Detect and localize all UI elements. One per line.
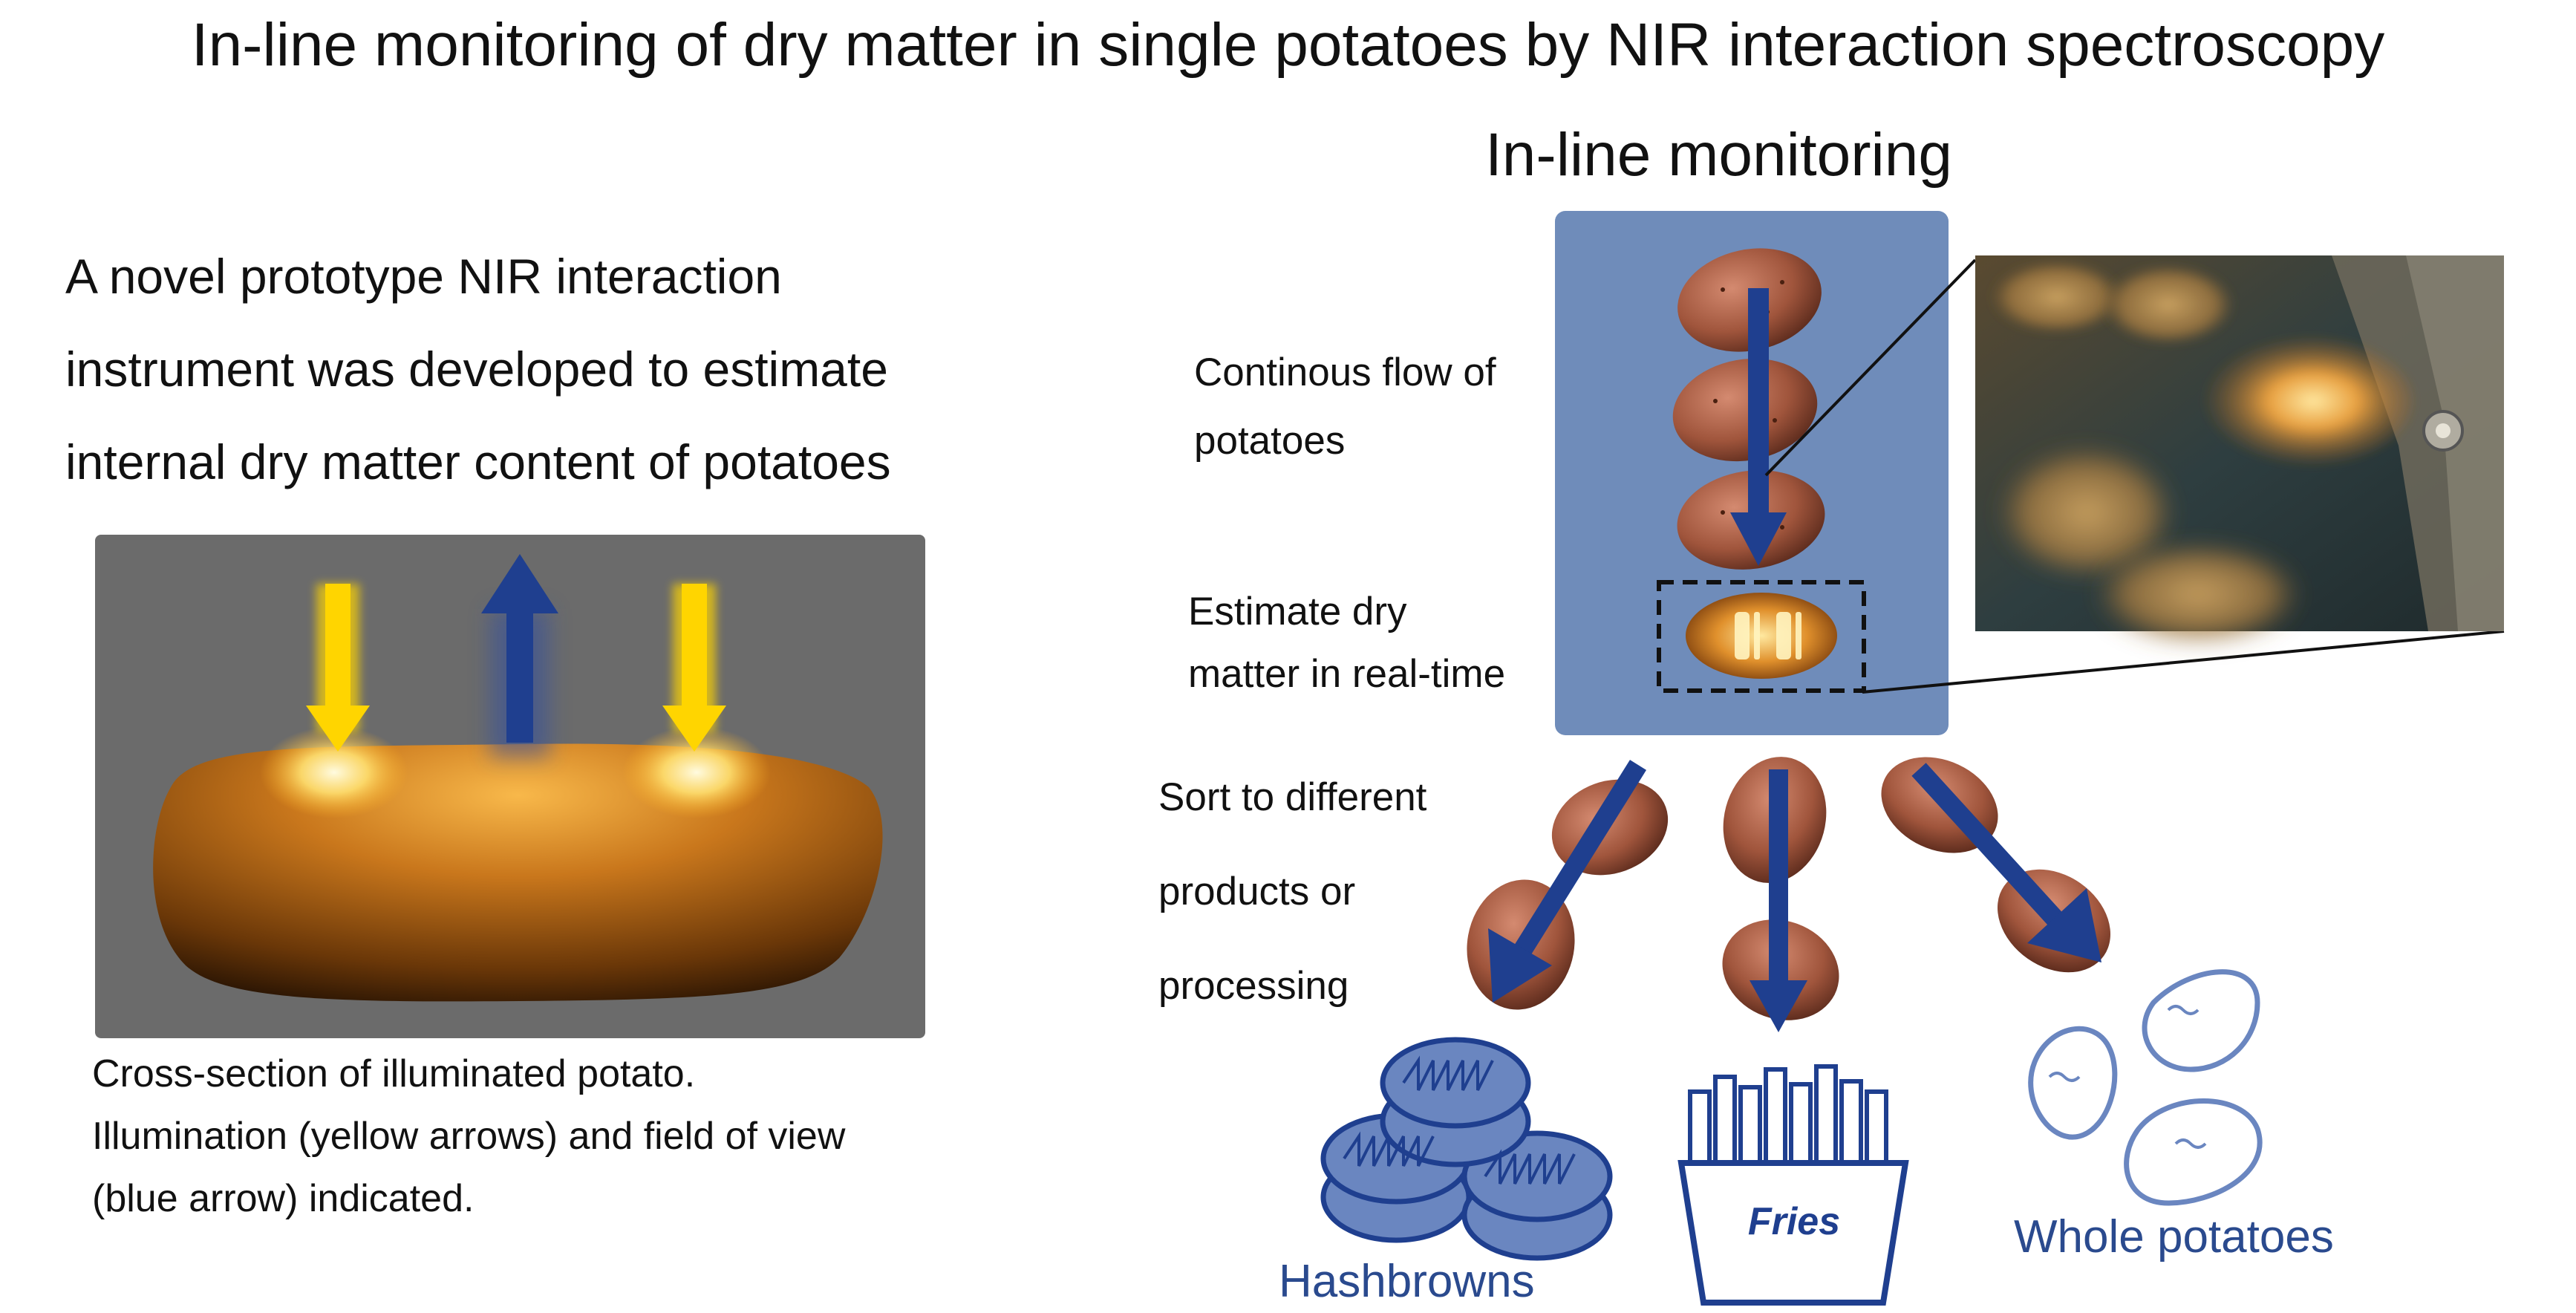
- estimate-label-line: matter in real-time: [1188, 652, 1506, 696]
- conveyor-photo: [1975, 255, 2504, 646]
- whole-potatoes-label: Whole potatoes: [2014, 1211, 2334, 1262]
- caption-line: Illumination (yellow arrows) and field o…: [92, 1115, 846, 1158]
- whole-potatoes-icon: [2028, 969, 2263, 1206]
- hashbrowns-label: Hashbrowns: [1279, 1256, 1535, 1307]
- flow-label-line: Continous flow of: [1194, 351, 1496, 394]
- page-title: In-line monitoring of dry matter in sing…: [191, 11, 2385, 79]
- sort-label-line: products or: [1158, 870, 1356, 913]
- hashbrowns-icon: [1320, 1037, 1613, 1261]
- sort-arrow-left: [1488, 760, 1647, 1003]
- potato: [1672, 358, 1818, 462]
- sort-label-line: Sort to different: [1158, 775, 1427, 819]
- fries-icon: [1677, 1064, 1909, 1306]
- illuminated-potato: [1686, 593, 1837, 679]
- sort-label: Sort to different products or processing: [1158, 750, 1426, 1033]
- estimate-label-line: Estimate dry: [1188, 590, 1407, 633]
- measurement-zone: [1657, 580, 1866, 693]
- intro-text: A novel prototype NIR interaction instru…: [65, 230, 1105, 509]
- sort-arrow-middle: [1750, 769, 1807, 1032]
- section-title: In-line monitoring: [1485, 121, 1952, 189]
- flow-label: Continous flow of potatoes: [1194, 339, 1496, 475]
- conveyor-panel: [1555, 211, 1949, 735]
- intro-line: A novel prototype NIR interaction: [65, 249, 782, 304]
- intro-line: instrument was developed to estimate: [65, 342, 888, 397]
- conveyor-flow-arrow: [1730, 288, 1787, 566]
- cross-section-panel: [95, 535, 925, 1038]
- sort-arrow-right: [1911, 763, 2101, 962]
- intro-line: internal dry matter content of potatoes: [65, 434, 891, 489]
- yellow-arrow-right: [662, 584, 726, 752]
- sort-label-line: processing: [1158, 964, 1349, 1008]
- caption-line: Cross-section of illuminated potato.: [92, 1052, 696, 1095]
- caption-line: (blue arrow) indicated.: [92, 1177, 475, 1220]
- blue-arrow-field-of-view: [481, 554, 558, 758]
- cross-section-caption: Cross-section of illuminated potato. Ill…: [92, 1043, 983, 1230]
- estimate-label: Estimate dry matter in real-time: [1188, 581, 1505, 706]
- flow-label-line: potatoes: [1194, 419, 1346, 463]
- illumination-spot: [622, 726, 771, 818]
- illumination-spot: [260, 726, 408, 818]
- fries-label: Fries: [1748, 1200, 1840, 1243]
- yellow-arrow-left: [306, 584, 370, 752]
- callout-line: [1862, 630, 2505, 694]
- callout-line: [1764, 258, 1977, 477]
